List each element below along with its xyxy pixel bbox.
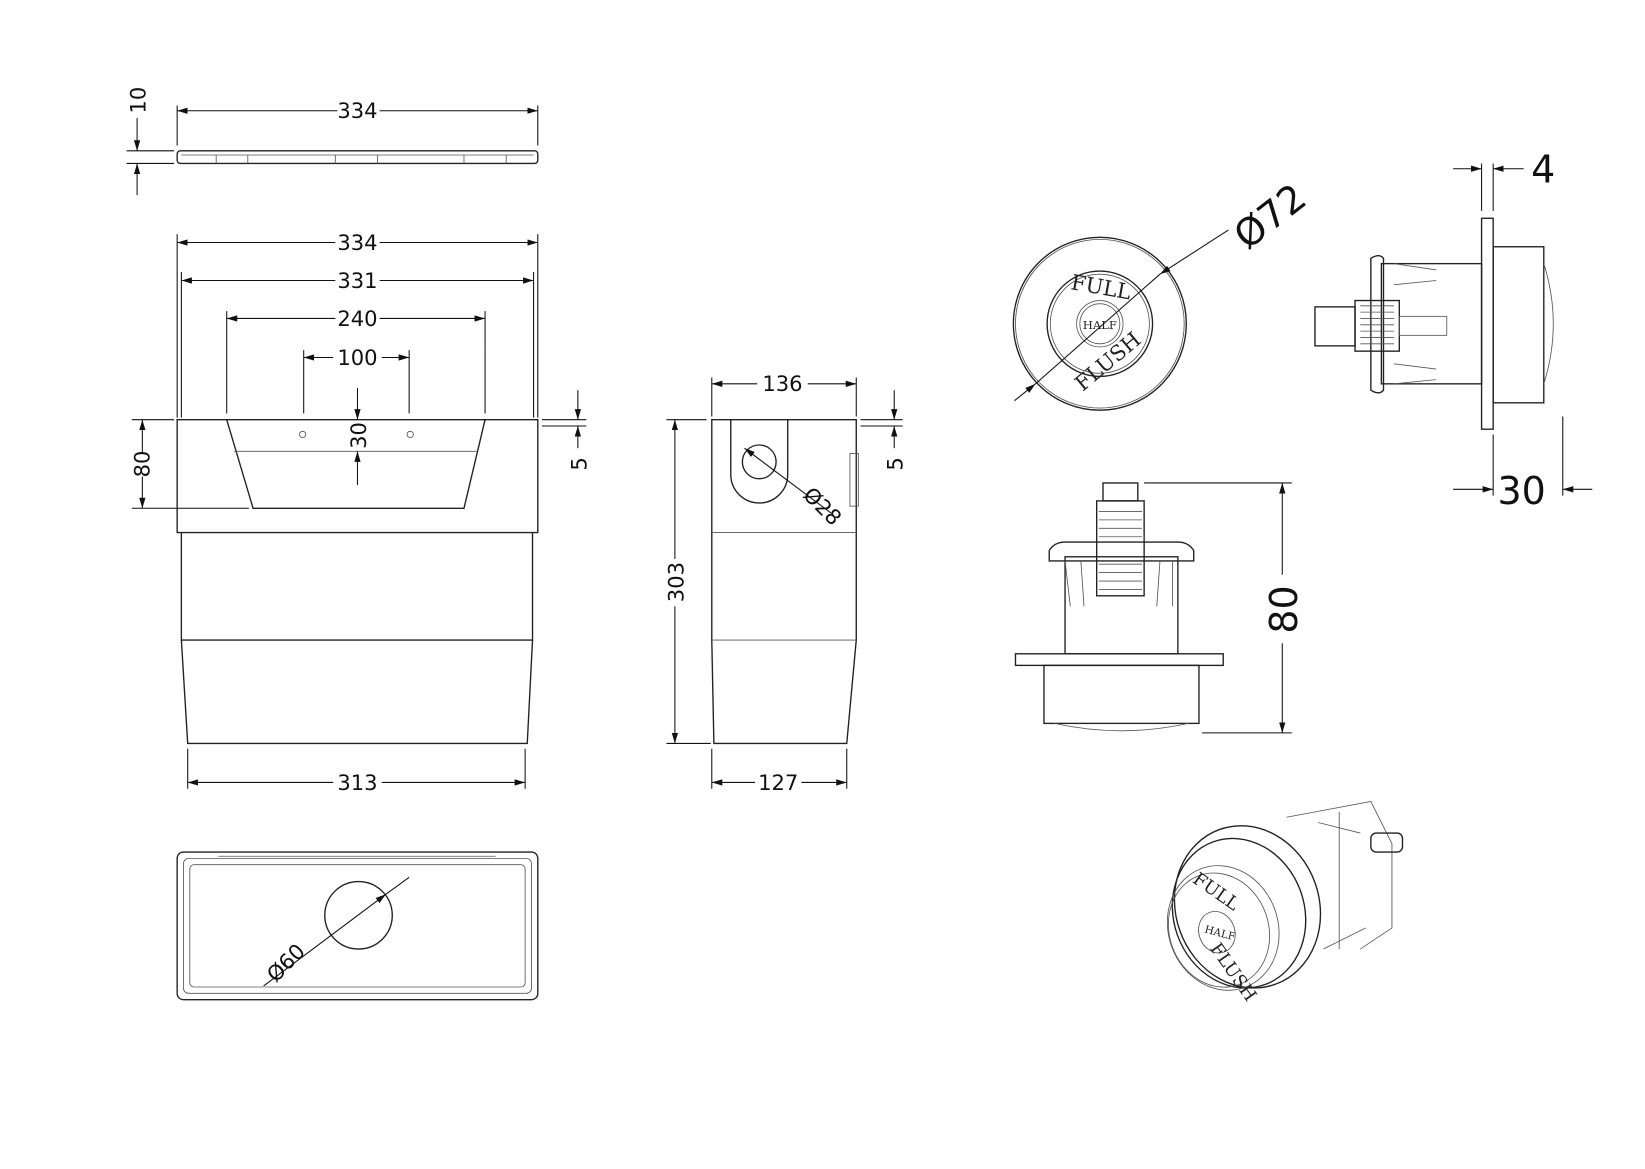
hole-depth-label: 30 bbox=[346, 422, 371, 449]
button-half-text: HALF bbox=[1083, 318, 1117, 332]
side-base-depth-label: 127 bbox=[758, 770, 798, 795]
button-depth-label: 30 bbox=[1497, 469, 1545, 513]
lid-width-label: 334 bbox=[337, 98, 377, 123]
cistern-bottom-view: Ø60 bbox=[176, 851, 539, 1001]
inlet-diameter-label: Ø28 bbox=[798, 482, 846, 530]
flush-button-front-view: FULL HALF FLUSH Ø72 bbox=[1012, 175, 1315, 411]
outlet-diameter-label: Ø60 bbox=[262, 939, 310, 987]
flush-button-bottom-view: 80 bbox=[1014, 482, 1306, 734]
iso-full-text: FULL bbox=[1189, 869, 1243, 916]
side-top-depth-label: 136 bbox=[762, 371, 802, 396]
base-width-label: 313 bbox=[337, 770, 377, 795]
front-lid-step-label: 5 bbox=[566, 457, 591, 470]
cistern-front-view: 334 331 240 100 30 80 5 313 bbox=[130, 230, 592, 795]
side-height-label: 303 bbox=[663, 562, 688, 602]
recess-width-label: 240 bbox=[337, 306, 377, 331]
side-lid-step-label: 5 bbox=[883, 457, 908, 470]
plate-thickness-label: 4 bbox=[1531, 147, 1555, 191]
button-full-text: FULL bbox=[1069, 269, 1133, 304]
hole-spacing-label: 100 bbox=[337, 345, 377, 370]
front-body-width-label: 331 bbox=[337, 268, 377, 293]
lid-thickness-label: 10 bbox=[126, 87, 151, 114]
flush-button-side-view: 4 30 bbox=[1314, 147, 1593, 513]
recess-height-label: 80 bbox=[130, 451, 155, 478]
front-overall-width-label: 334 bbox=[337, 230, 377, 255]
button-height-label: 80 bbox=[1262, 585, 1306, 633]
cistern-lid-view: 334 10 bbox=[126, 87, 539, 196]
cistern-side-view: Ø28 136 303 5 127 bbox=[663, 371, 907, 795]
button-diameter-label: Ø72 bbox=[1226, 175, 1315, 258]
iso-flush-text: FLUSH bbox=[1205, 939, 1260, 1005]
flush-button-isometric-view: FULL HALF FLUSH bbox=[1166, 800, 1404, 1005]
